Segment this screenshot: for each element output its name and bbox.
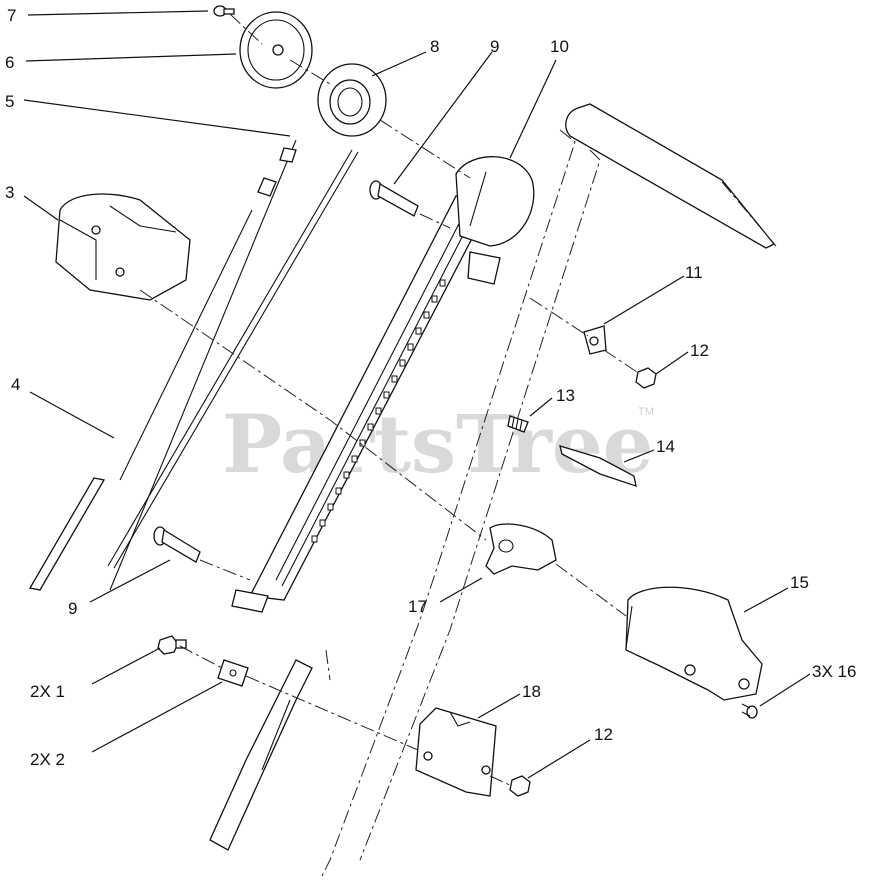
callout-12-lower: 12 [594, 725, 613, 744]
callout-4: 4 [11, 375, 20, 394]
part-17-latch [485, 523, 557, 575]
callout-3: 3 [5, 183, 14, 202]
alignment-lines [139, 13, 641, 787]
callout-8: 8 [430, 37, 439, 56]
callout-12-upper: 12 [690, 341, 709, 360]
part-16-screw [741, 703, 758, 719]
part-2-clip [217, 659, 249, 687]
part-6-disc [239, 11, 313, 89]
part-18-plate [415, 707, 497, 797]
part-5-cable [28, 139, 297, 591]
part-14-blade [559, 445, 637, 487]
callout-2: 2X 2 [30, 750, 65, 769]
callout-6: 6 [5, 53, 14, 72]
part-13-spring [507, 415, 529, 433]
part-1-bolt [157, 635, 187, 655]
part-12-nut-upper [635, 367, 657, 389]
part-15-knob-housing [625, 586, 763, 701]
callout-11: 11 [685, 263, 703, 282]
callout-18: 18 [522, 682, 541, 701]
part-12-nut-lower [509, 775, 531, 797]
callout-16: 3X 16 [812, 662, 856, 681]
callout-1: 2X 1 [30, 682, 65, 701]
callout-15: 15 [790, 573, 809, 592]
watermark-trademark: TM [638, 406, 654, 418]
callout-9-upper: 9 [490, 37, 499, 56]
part-9-bolt-lower [153, 526, 201, 563]
callout-labels: 7 6 5 3 4 8 9 10 11 12 13 14 9 17 15 3X … [5, 6, 856, 769]
callout-5: 5 [5, 92, 14, 111]
part-9-bolt-upper [369, 180, 419, 217]
part-11-washer [583, 325, 607, 355]
part-10-cap [455, 156, 535, 285]
part-3-bracket [55, 193, 191, 301]
leader-lines [23, 10, 811, 779]
callout-7: 7 [7, 6, 16, 25]
handle-tube [209, 129, 601, 877]
part-8-pulley [317, 63, 387, 137]
handle-grip [565, 103, 777, 249]
watermark: PartsTree [222, 397, 654, 491]
callout-17: 17 [408, 597, 427, 616]
callout-9-lower: 9 [68, 599, 77, 618]
callout-10: 10 [550, 37, 569, 56]
part-4-rod [107, 149, 359, 569]
callout-14: 14 [656, 437, 675, 456]
part-7-screw [213, 5, 235, 17]
callout-13: 13 [556, 386, 575, 405]
